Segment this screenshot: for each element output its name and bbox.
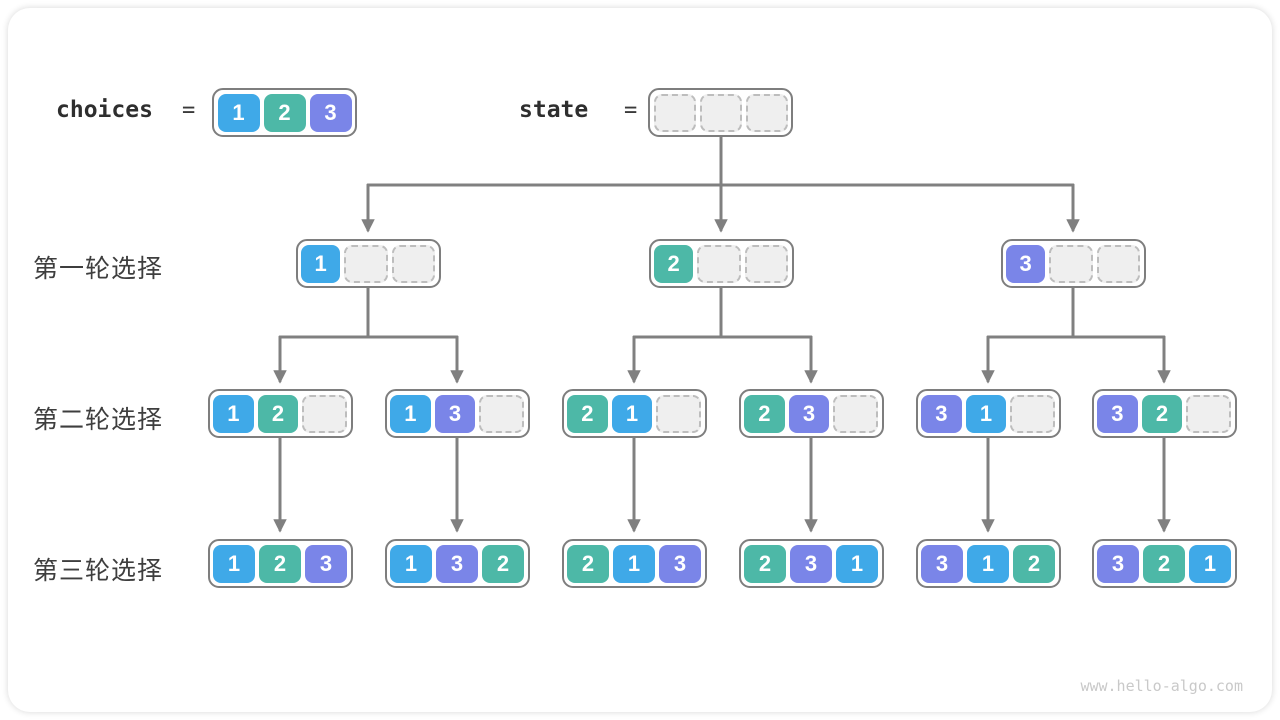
value-cell: 2	[744, 394, 785, 433]
value-cell: 1	[613, 544, 655, 583]
round-1-label: 第一轮选择	[33, 255, 164, 283]
empty-slot	[745, 93, 788, 132]
choices-label: choices	[56, 97, 153, 123]
empty-slot	[344, 244, 388, 283]
value-cell: 2	[567, 394, 608, 433]
value-cell: 2	[259, 544, 301, 583]
value-cell: 3	[921, 544, 963, 583]
value-cell: 3	[921, 394, 962, 433]
value-cell: 3	[1006, 244, 1046, 283]
value-cell: 3	[436, 544, 478, 583]
value-cell: 3	[659, 544, 701, 583]
empty-slot	[699, 93, 742, 132]
value-cell: 1	[611, 394, 653, 433]
watermark: www.hello-algo.com	[1080, 677, 1243, 695]
value-cell: 1	[1189, 544, 1231, 583]
value-cell: 1	[965, 394, 1007, 433]
value-cell: 3	[305, 544, 347, 583]
choices-equals-sign: =	[182, 98, 196, 123]
round-3-label: 第三轮选择	[33, 557, 164, 585]
value-cell: 1	[967, 544, 1009, 583]
empty-slot	[391, 244, 435, 283]
value-cell: 1	[390, 394, 431, 433]
value-cell: 3	[788, 394, 830, 433]
state-equals-sign: =	[624, 98, 638, 123]
state-node: 1	[295, 239, 441, 288]
state-label: state	[519, 97, 589, 123]
value-cell: 2	[744, 544, 786, 583]
value-cell: 2	[482, 544, 524, 583]
empty-slot	[1186, 394, 1232, 433]
value-cell: 1	[836, 544, 878, 583]
diagram-card	[8, 8, 1272, 712]
value-cell: 1	[213, 394, 254, 433]
empty-slot	[656, 394, 702, 433]
value-cell: 3	[434, 394, 476, 433]
value-cell: 2	[257, 394, 299, 433]
empty-slot	[697, 244, 741, 283]
empty-slot	[653, 93, 696, 132]
value-cell: 2	[654, 244, 694, 283]
state-node: 2	[648, 239, 794, 288]
value-cell: 3	[309, 93, 352, 132]
value-cell: 1	[301, 244, 341, 283]
value-cell: 2	[1013, 544, 1055, 583]
round-2-label: 第二轮选择	[33, 406, 164, 434]
empty-slot	[479, 394, 525, 433]
value-cell: 3	[790, 544, 832, 583]
state-node	[648, 88, 793, 137]
empty-slot	[744, 244, 788, 283]
value-cell: 1	[217, 93, 260, 132]
empty-slot	[302, 394, 348, 433]
value-cell: 2	[263, 93, 306, 132]
empty-slot	[1096, 244, 1140, 283]
value-cell: 3	[1097, 394, 1138, 433]
empty-slot	[1049, 244, 1093, 283]
empty-slot	[833, 394, 879, 433]
value-cell: 2	[1143, 544, 1185, 583]
value-cell: 1	[213, 544, 255, 583]
value-cell: 1	[390, 544, 432, 583]
value-cell: 3	[1097, 544, 1139, 583]
empty-slot	[1010, 394, 1056, 433]
value-cell: 2	[1141, 394, 1183, 433]
value-cell: 2	[567, 544, 609, 583]
state-node: 3	[1000, 239, 1146, 288]
